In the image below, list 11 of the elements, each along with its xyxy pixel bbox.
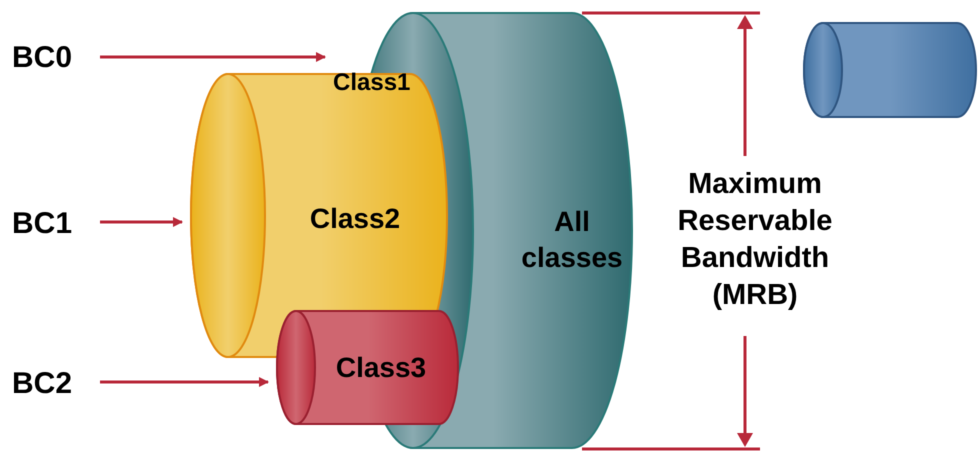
class-label: Class2	[308, 202, 402, 236]
arrow	[100, 52, 326, 62]
bus-label: BC2	[12, 369, 72, 399]
bus-label: BC1	[12, 209, 72, 239]
bus-label: BC0	[12, 43, 72, 73]
class-label: Class1	[333, 71, 410, 95]
arrow	[100, 217, 183, 227]
dimension-label: Maximum Reservable Bandwidth (MRB)	[676, 167, 834, 313]
arrow	[100, 377, 269, 387]
class-label: All classes	[520, 205, 624, 275]
class-label: Class3	[334, 351, 428, 385]
